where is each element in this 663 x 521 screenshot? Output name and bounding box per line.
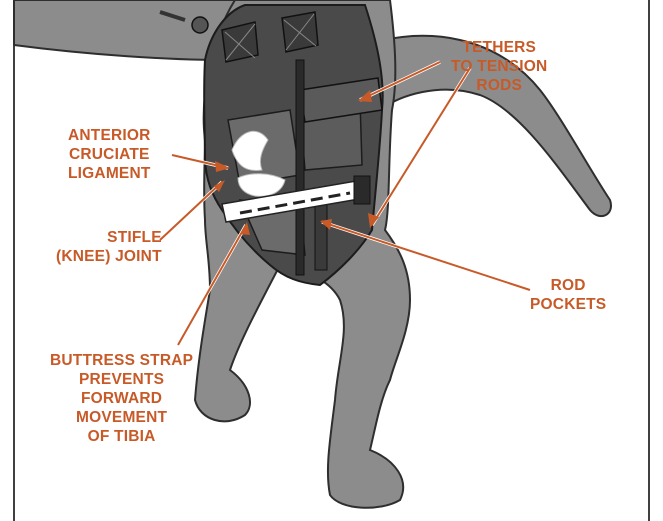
label-anterior-cruciate-ligament: ANTERIOR CRUCIATE LIGAMENT <box>68 126 151 183</box>
label-buttress-strap: BUTTRESS STRAP PREVENTS FORWARD MOVEMENT… <box>50 351 193 446</box>
label-tethers-to-tension-rods: TETHERS TO TENSION RODS <box>451 38 547 95</box>
buckle <box>192 17 208 33</box>
rod-pocket <box>315 200 327 270</box>
tension-rod <box>296 60 304 275</box>
label-rod-pockets: ROD POCKETS <box>530 276 606 314</box>
label-stifle-knee-joint: STIFLE (KNEE) JOINT <box>56 228 162 266</box>
